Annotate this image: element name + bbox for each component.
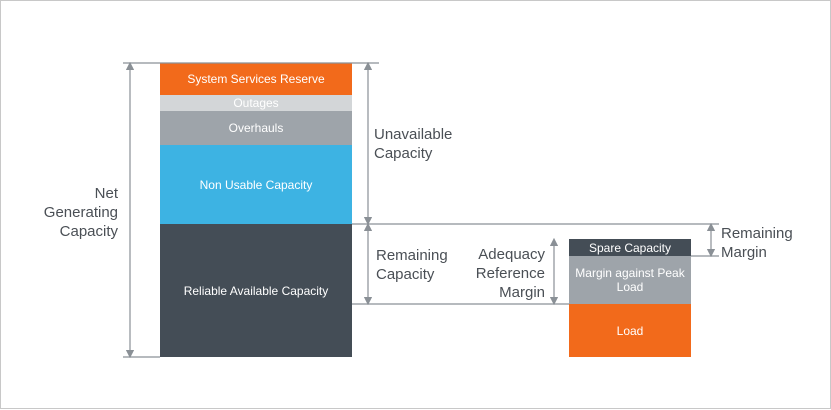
overhauls-block: Overhauls (160, 111, 352, 145)
system-services-reserve-block: System Services Reserve (160, 63, 352, 95)
remaining-capacity-label: Remaining Capacity (376, 247, 448, 283)
outages-label: Outages (233, 96, 279, 110)
non-usable-capacity-label: Non Usable Capacity (199, 177, 313, 192)
adequacy-reference-margin-label: Adequacy Reference Margin (475, 246, 545, 301)
outages-block: Outages (160, 95, 352, 111)
non-usable-capacity-block: Non Usable Capacity (160, 145, 352, 224)
load-block: Load (569, 304, 691, 357)
unavailable-capacity-label: Unavailable Capacity (374, 126, 453, 162)
spare-capacity-label: Spare Capacity (588, 240, 672, 255)
net-generating-capacity-label: Net Generating Capacity (43, 185, 118, 240)
system-services-reserve-label: System Services Reserve (187, 72, 325, 86)
reliable-available-capacity-label: Reliable Available Capacity (183, 283, 329, 298)
overhauls-label: Overhauls (228, 121, 284, 135)
load-label: Load (616, 323, 644, 338)
remaining-margin-label: Remaining Margin (721, 225, 793, 261)
spare-capacity-block: Spare Capacity (569, 239, 691, 256)
margin-against-peak-load-label: Margin against Peak Load (575, 266, 685, 294)
margin-against-peak-load-block: Margin against Peak Load (569, 256, 691, 304)
reliable-available-capacity-block: Reliable Available Capacity (160, 224, 352, 357)
